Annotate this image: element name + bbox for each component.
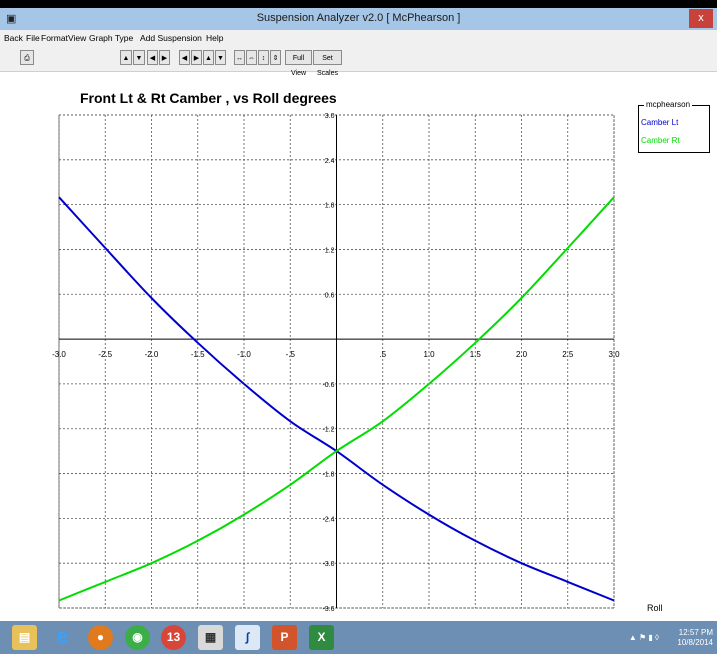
taskbar: ▤ e ● ◉ 13 ▦ ∫ P X ▲ ⚑ ▮ ◊ 12:57 PM 10/8… — [0, 621, 717, 654]
legend-title: mcphearson — [644, 100, 693, 109]
y-tick-label: 0.6 — [325, 292, 335, 299]
zoom-in-icon[interactable]: ▲ — [120, 50, 132, 65]
legend: mcphearson Camber Lt Camber Rt — [638, 100, 710, 153]
menu-back[interactable]: Back — [4, 33, 23, 43]
system-tray-icons[interactable]: ▲ ⚑ ▮ ◊ — [628, 633, 659, 642]
x-tick-label: -3.0 — [52, 350, 66, 359]
y-tick-label: 1.2 — [325, 247, 335, 254]
toolbar: ⎙ ▲ ▼ ◀ ▶ ◀ ▶ ▲ ▼ ↔ ⇔ ↕ ⇕ Full View Set … — [0, 46, 717, 77]
y-tick-label: -1.2 — [322, 427, 334, 434]
x-tick-label: 1.0 — [423, 350, 435, 359]
app-icon: ▣ — [6, 13, 17, 25]
top-edge — [0, 0, 717, 8]
menu-file[interactable]: File — [26, 33, 40, 43]
step-forward-icon[interactable]: ▶ — [159, 50, 170, 65]
menu-bar: Back File Format View Graph Type Add Sus… — [0, 30, 717, 46]
expand-x-icon[interactable]: ⇔ — [246, 50, 257, 65]
file-explorer-icon[interactable]: ▤ — [12, 625, 37, 650]
x-tick-label: -2.0 — [145, 350, 159, 359]
shrink-y-icon[interactable]: ↕ — [258, 50, 269, 65]
x-tick-label: 1.5 — [470, 350, 482, 359]
window-title: Suspension Analyzer v2.0 [ McPhearson ] — [256, 12, 461, 24]
set-scales-button[interactable]: Set Scales — [313, 50, 342, 77]
excel-icon[interactable]: X — [309, 625, 334, 650]
step-back-icon[interactable]: ◀ — [147, 50, 158, 65]
expand-y-icon[interactable]: ⇕ — [270, 50, 281, 65]
menu-format[interactable]: Format — [41, 33, 68, 43]
series-line-camber-rt — [58, 196, 615, 602]
x-tick-label: -.5 — [286, 350, 296, 359]
internet-explorer-icon[interactable]: e — [56, 626, 69, 648]
print-icon[interactable]: ⎙ — [20, 50, 34, 65]
pan-left-icon[interactable]: ◀ — [179, 50, 190, 65]
zoom-out-icon[interactable]: ▼ — [133, 50, 145, 65]
pan-right-icon[interactable]: ▶ — [191, 50, 202, 65]
x-tick-label: -1.0 — [237, 350, 251, 359]
y-tick-label: -3.0 — [322, 561, 334, 568]
y-tick-label: -3.6 — [322, 606, 334, 613]
close-button[interactable]: x — [689, 9, 713, 28]
chrome-icon[interactable]: ◉ — [125, 625, 150, 650]
full-view-button[interactable]: Full View — [285, 50, 312, 77]
x-tick-label: 2.0 — [516, 350, 528, 359]
menu-graph-type[interactable]: Graph Type — [89, 33, 134, 43]
legend-item-camber-lt: Camber Lt — [641, 118, 679, 127]
chart-title: Front Lt & Rt Camber , vs Roll degrees — [80, 90, 337, 106]
series-line-camber-lt — [58, 196, 615, 602]
x-tick-label: 2.5 — [562, 350, 574, 359]
y-tick-label: -1.8 — [322, 472, 334, 479]
menu-view[interactable]: View — [68, 33, 87, 43]
calendar-badge-icon[interactable]: 13 — [161, 625, 186, 650]
y-tick-label: 1.8 — [325, 203, 335, 210]
legend-item-camber-rt: Camber Rt — [641, 136, 680, 145]
y-tick-label: 2.4 — [325, 158, 335, 165]
menu-add-suspension[interactable]: Add Suspension — [140, 33, 202, 43]
clock[interactable]: 12:57 PM 10/8/2014 — [677, 628, 713, 648]
powerpoint-icon[interactable]: P — [272, 625, 297, 650]
pan-down-icon[interactable]: ▼ — [215, 50, 226, 65]
y-tick-label: -2.4 — [322, 516, 334, 523]
suspension-analyzer-icon[interactable]: ∫ — [235, 625, 260, 650]
title-bar: ▣ Suspension Analyzer v2.0 [ McPhearson … — [0, 8, 717, 30]
clock-time: 12:57 PM — [678, 628, 713, 637]
clock-date: 10/8/2014 — [677, 638, 713, 647]
pan-up-icon[interactable]: ▲ — [203, 50, 214, 65]
x-tick-label: .5 — [379, 350, 386, 359]
calendar-icon[interactable]: ▦ — [198, 625, 223, 650]
y-tick-label: -0.6 — [322, 382, 334, 389]
shrink-x-icon[interactable]: ↔ — [234, 50, 245, 65]
x-tick-label: -1.5 — [191, 350, 205, 359]
x-axis-label: Roll — [647, 603, 663, 613]
y-tick-label: 3.0 — [325, 113, 335, 120]
menu-help[interactable]: Help — [206, 33, 224, 43]
x-tick-label: 3.0 — [608, 350, 620, 359]
x-tick-label: -2.5 — [98, 350, 112, 359]
firefox-icon[interactable]: ● — [88, 625, 113, 650]
